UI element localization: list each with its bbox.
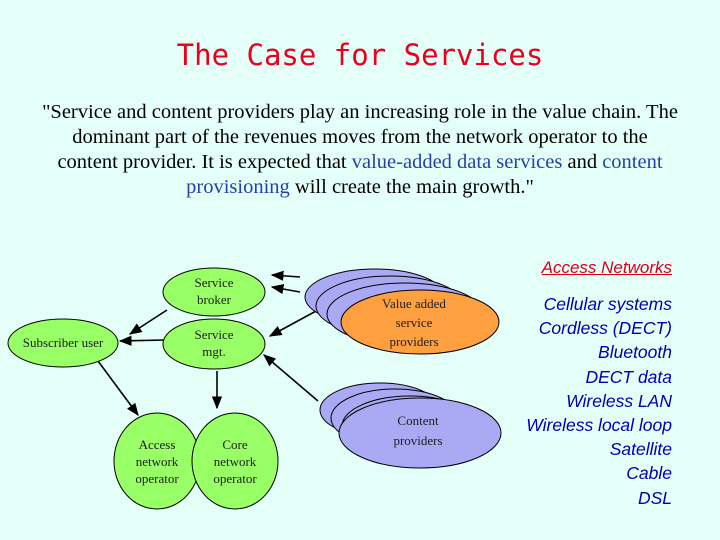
quote-part-1: "Service and content providers play an i… — [42, 101, 678, 173]
quote-highlight-content: content provisioning — [186, 151, 663, 198]
service-broker-label-1: Service — [195, 275, 234, 290]
subscriber-user-label: Subscriber user — [23, 335, 104, 350]
content-label-2: providers — [393, 433, 442, 448]
arrow-content-to-mgt — [263, 354, 319, 402]
arrow-vas-to-mgt — [268, 309, 319, 337]
arrow-subscriber-to-access — [97, 360, 139, 417]
service-mgt-node: Service mgt. — [162, 318, 266, 370]
quote-text: "Service and content providers play an i… — [40, 100, 680, 200]
access-network-item: Bluetooth — [598, 342, 672, 363]
content-providers-node: Content providers — [319, 382, 502, 469]
access-network-item: DSL — [637, 487, 672, 508]
arrow-broker-to-subscriber — [128, 309, 168, 335]
value-added-providers-node: Value added service providers — [304, 268, 500, 355]
access-networks-title: Access Networks — [541, 258, 672, 277]
access-operator-label-2: network — [136, 454, 179, 469]
core-operator-label-1: Core — [222, 437, 248, 452]
quote-part-3: will create the main growth." — [289, 176, 534, 198]
service-broker-node: Service broker — [162, 267, 266, 317]
arrow-mgt-to-subscriber — [118, 335, 166, 346]
access-network-operator-node: Access network operator — [113, 412, 201, 510]
access-network-item: Cable — [626, 463, 672, 484]
arrow-vas-to-broker — [270, 283, 301, 295]
content-label-1: Content — [397, 413, 439, 428]
vas-label-3: providers — [389, 334, 438, 349]
core-network-operator-node: Core network operator — [191, 412, 279, 510]
core-operator-label-2: network — [214, 454, 257, 469]
service-mgt-label-1: Service — [195, 327, 234, 342]
diagram-arrows — [97, 270, 319, 417]
access-network-item: Cordless (DECT) — [538, 318, 672, 339]
slide-title: The Case for Services — [176, 38, 544, 72]
access-networks-list: Cellular systems Cordless (DECT) Bluetoo… — [470, 292, 672, 510]
quote-highlight-value-added: value-added data services — [351, 151, 563, 173]
vas-label-1: Value added — [382, 296, 446, 311]
access-network-item: DECT data — [585, 366, 672, 387]
service-broker-label-2: broker — [197, 292, 232, 307]
access-network-item: Wireless local loop — [526, 415, 672, 436]
access-network-item: Cellular systems — [543, 294, 672, 314]
arrow-vas-top-to-broker — [270, 270, 301, 281]
core-operator-label-3: operator — [213, 471, 257, 486]
vas-label-2: service — [396, 315, 433, 330]
access-operator-label-3: operator — [135, 471, 179, 486]
access-network-item: Satellite — [609, 439, 672, 460]
quote-part-2: and — [562, 151, 603, 173]
access-network-item: Wireless LAN — [566, 390, 672, 411]
service-mgt-label-2: mgt. — [202, 344, 225, 359]
subscriber-user-node: Subscriber user — [7, 318, 119, 368]
access-operator-label-1: Access — [139, 437, 176, 452]
